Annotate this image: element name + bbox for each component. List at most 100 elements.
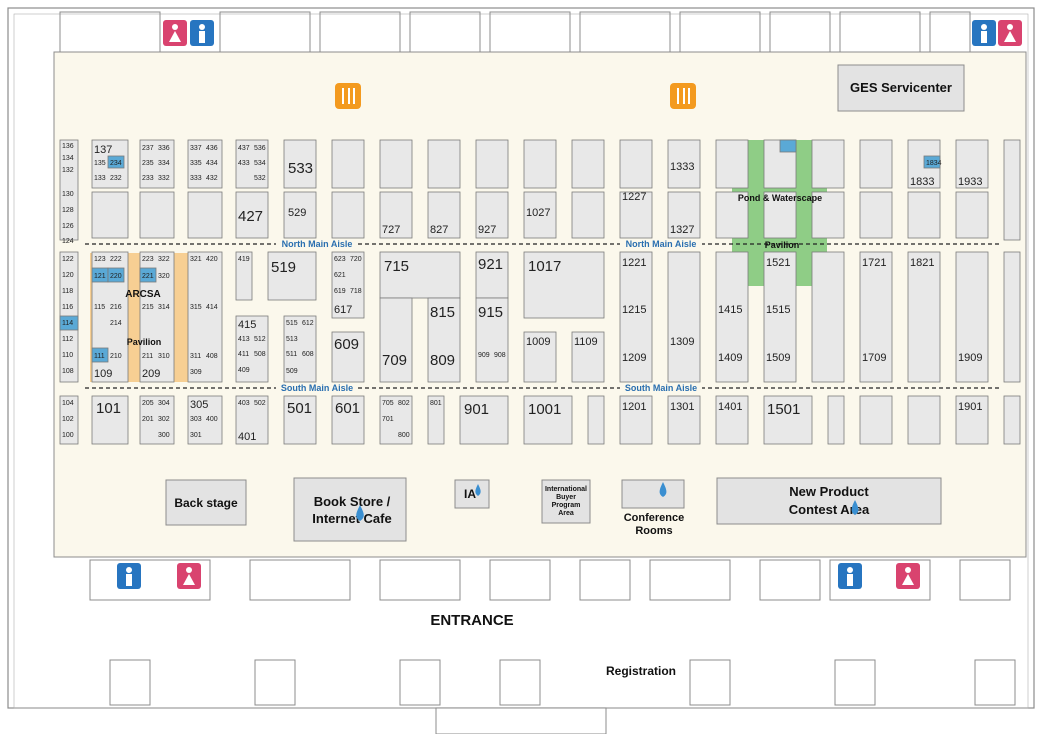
svg-text:908: 908 (494, 352, 506, 359)
booth-label: 901 (464, 401, 489, 418)
bookstore-label: Internet Cafe (312, 511, 391, 526)
svg-text:214: 214 (110, 320, 122, 327)
intl-buyer-label: Buyer (556, 494, 576, 501)
food-service-icon (670, 83, 696, 109)
svg-text:134: 134 (62, 155, 74, 162)
booth-label: 427 (238, 208, 263, 225)
svg-text:122: 122 (62, 256, 74, 263)
restroom-men-icon (972, 20, 996, 46)
booth-label: 304 (158, 400, 170, 407)
booth-label: 232 (110, 175, 122, 182)
arcsa-pavilion-label: Pavilion (127, 337, 162, 347)
water-drop-icon (851, 500, 859, 515)
booth-label: 121 (94, 273, 106, 280)
booth-label: 433 (238, 160, 250, 167)
intl-buyer-label: Program (552, 502, 581, 509)
booth-label: 336 (158, 145, 170, 152)
svg-text:320: 320 (158, 273, 170, 280)
booth-label: 1227 (622, 191, 646, 203)
booth-label: 220 (110, 273, 122, 280)
booth-label: 612 (302, 320, 314, 327)
svg-text:311: 311 (190, 353, 201, 360)
booth-label: 1401 (718, 401, 742, 413)
booth-label: 104 (62, 400, 74, 407)
backstage-area[interactable] (165, 479, 247, 526)
services-area[interactable] (837, 64, 965, 112)
svg-text:621: 621 (334, 272, 346, 279)
booth-label: 411 (238, 351, 249, 358)
new-product-area[interactable] (716, 477, 942, 525)
svg-text:110: 110 (62, 352, 73, 359)
left-edge-booths (59, 139, 79, 445)
booth-label: 337 (190, 145, 202, 152)
booth-label: 513 (286, 336, 298, 343)
booth-label: 1333 (670, 161, 694, 173)
booth-label: 135 (94, 160, 106, 167)
restroom-women-icon (177, 563, 201, 589)
backstage-label: Back stage (174, 496, 238, 510)
booth-label: 1027 (526, 207, 550, 219)
booth-label: 333 (190, 175, 202, 182)
booth-label: 1017 (528, 258, 561, 275)
intl-buyer-area[interactable] (541, 479, 591, 524)
booth-label: 413 (238, 336, 250, 343)
booth-label: 434 (206, 160, 218, 167)
booth-label: 332 (158, 175, 170, 182)
booth-label: 1221 (622, 257, 646, 269)
booth-label: 234 (110, 160, 122, 167)
booth-label: 1721 (862, 257, 886, 269)
booth-label: 1201 (622, 401, 646, 413)
booth-grid-north (91, 139, 989, 189)
svg-text:909: 909 (478, 352, 490, 359)
svg-text:126: 126 (62, 223, 74, 230)
svg-text:718: 718 (350, 288, 362, 295)
booth-label: 511 (286, 351, 297, 358)
booth-label: 501 (287, 400, 312, 417)
svg-text:136: 136 (62, 143, 74, 150)
booth-label: 1515 (766, 304, 790, 316)
svg-text:132: 132 (62, 167, 74, 174)
booth-label: 1215 (622, 304, 646, 316)
svg-text:124: 124 (62, 238, 74, 245)
booth-label: 114 (62, 320, 73, 327)
ia-label: IA (464, 487, 476, 501)
restroom-women-icon (998, 20, 1022, 46)
booth-label: 536 (254, 145, 266, 152)
booth-label: 1834 (926, 160, 942, 167)
booth-label: 109 (94, 368, 112, 380)
new-product-label: New Product (789, 484, 869, 499)
booth-label: 601 (335, 400, 360, 417)
booth-label: 533 (288, 160, 313, 177)
conference-area[interactable] (621, 479, 685, 509)
booth-label: 302 (158, 416, 170, 423)
booth-label: 205 (142, 400, 154, 407)
svg-text:112: 112 (62, 336, 73, 343)
booth-label: 502 (254, 400, 266, 407)
booth-label: 237 (142, 145, 154, 152)
booth-label: 1501 (767, 401, 800, 418)
booth-label: 617 (334, 304, 352, 316)
booth-label: 1415 (718, 304, 742, 316)
bookstore-area[interactable] (293, 477, 407, 542)
booth-grid-south (91, 395, 1021, 445)
svg-text:222: 222 (110, 256, 122, 263)
booth-label: 303 (190, 416, 202, 423)
booth-label: 1309 (670, 336, 694, 348)
booth-label: 1409 (718, 352, 742, 364)
food-service-icon (335, 83, 361, 109)
booth-label: 1509 (766, 352, 790, 364)
booth-label: 102 (62, 416, 74, 423)
booth-label: 727 (382, 224, 400, 236)
restroom-women-icon (896, 563, 920, 589)
booth-label: 508 (254, 351, 266, 358)
booth-label: 300 (158, 432, 170, 439)
entrance-label: ENTRANCE (430, 612, 513, 629)
booth-label: 436 (206, 145, 218, 152)
booth-label: 221 (142, 273, 154, 280)
ia-area[interactable] (454, 479, 490, 509)
intl-buyer-label: International (545, 486, 587, 493)
intl-buyer-label: Area (558, 510, 574, 517)
booth-label: 827 (430, 224, 448, 236)
booth-label: 609 (334, 336, 359, 353)
